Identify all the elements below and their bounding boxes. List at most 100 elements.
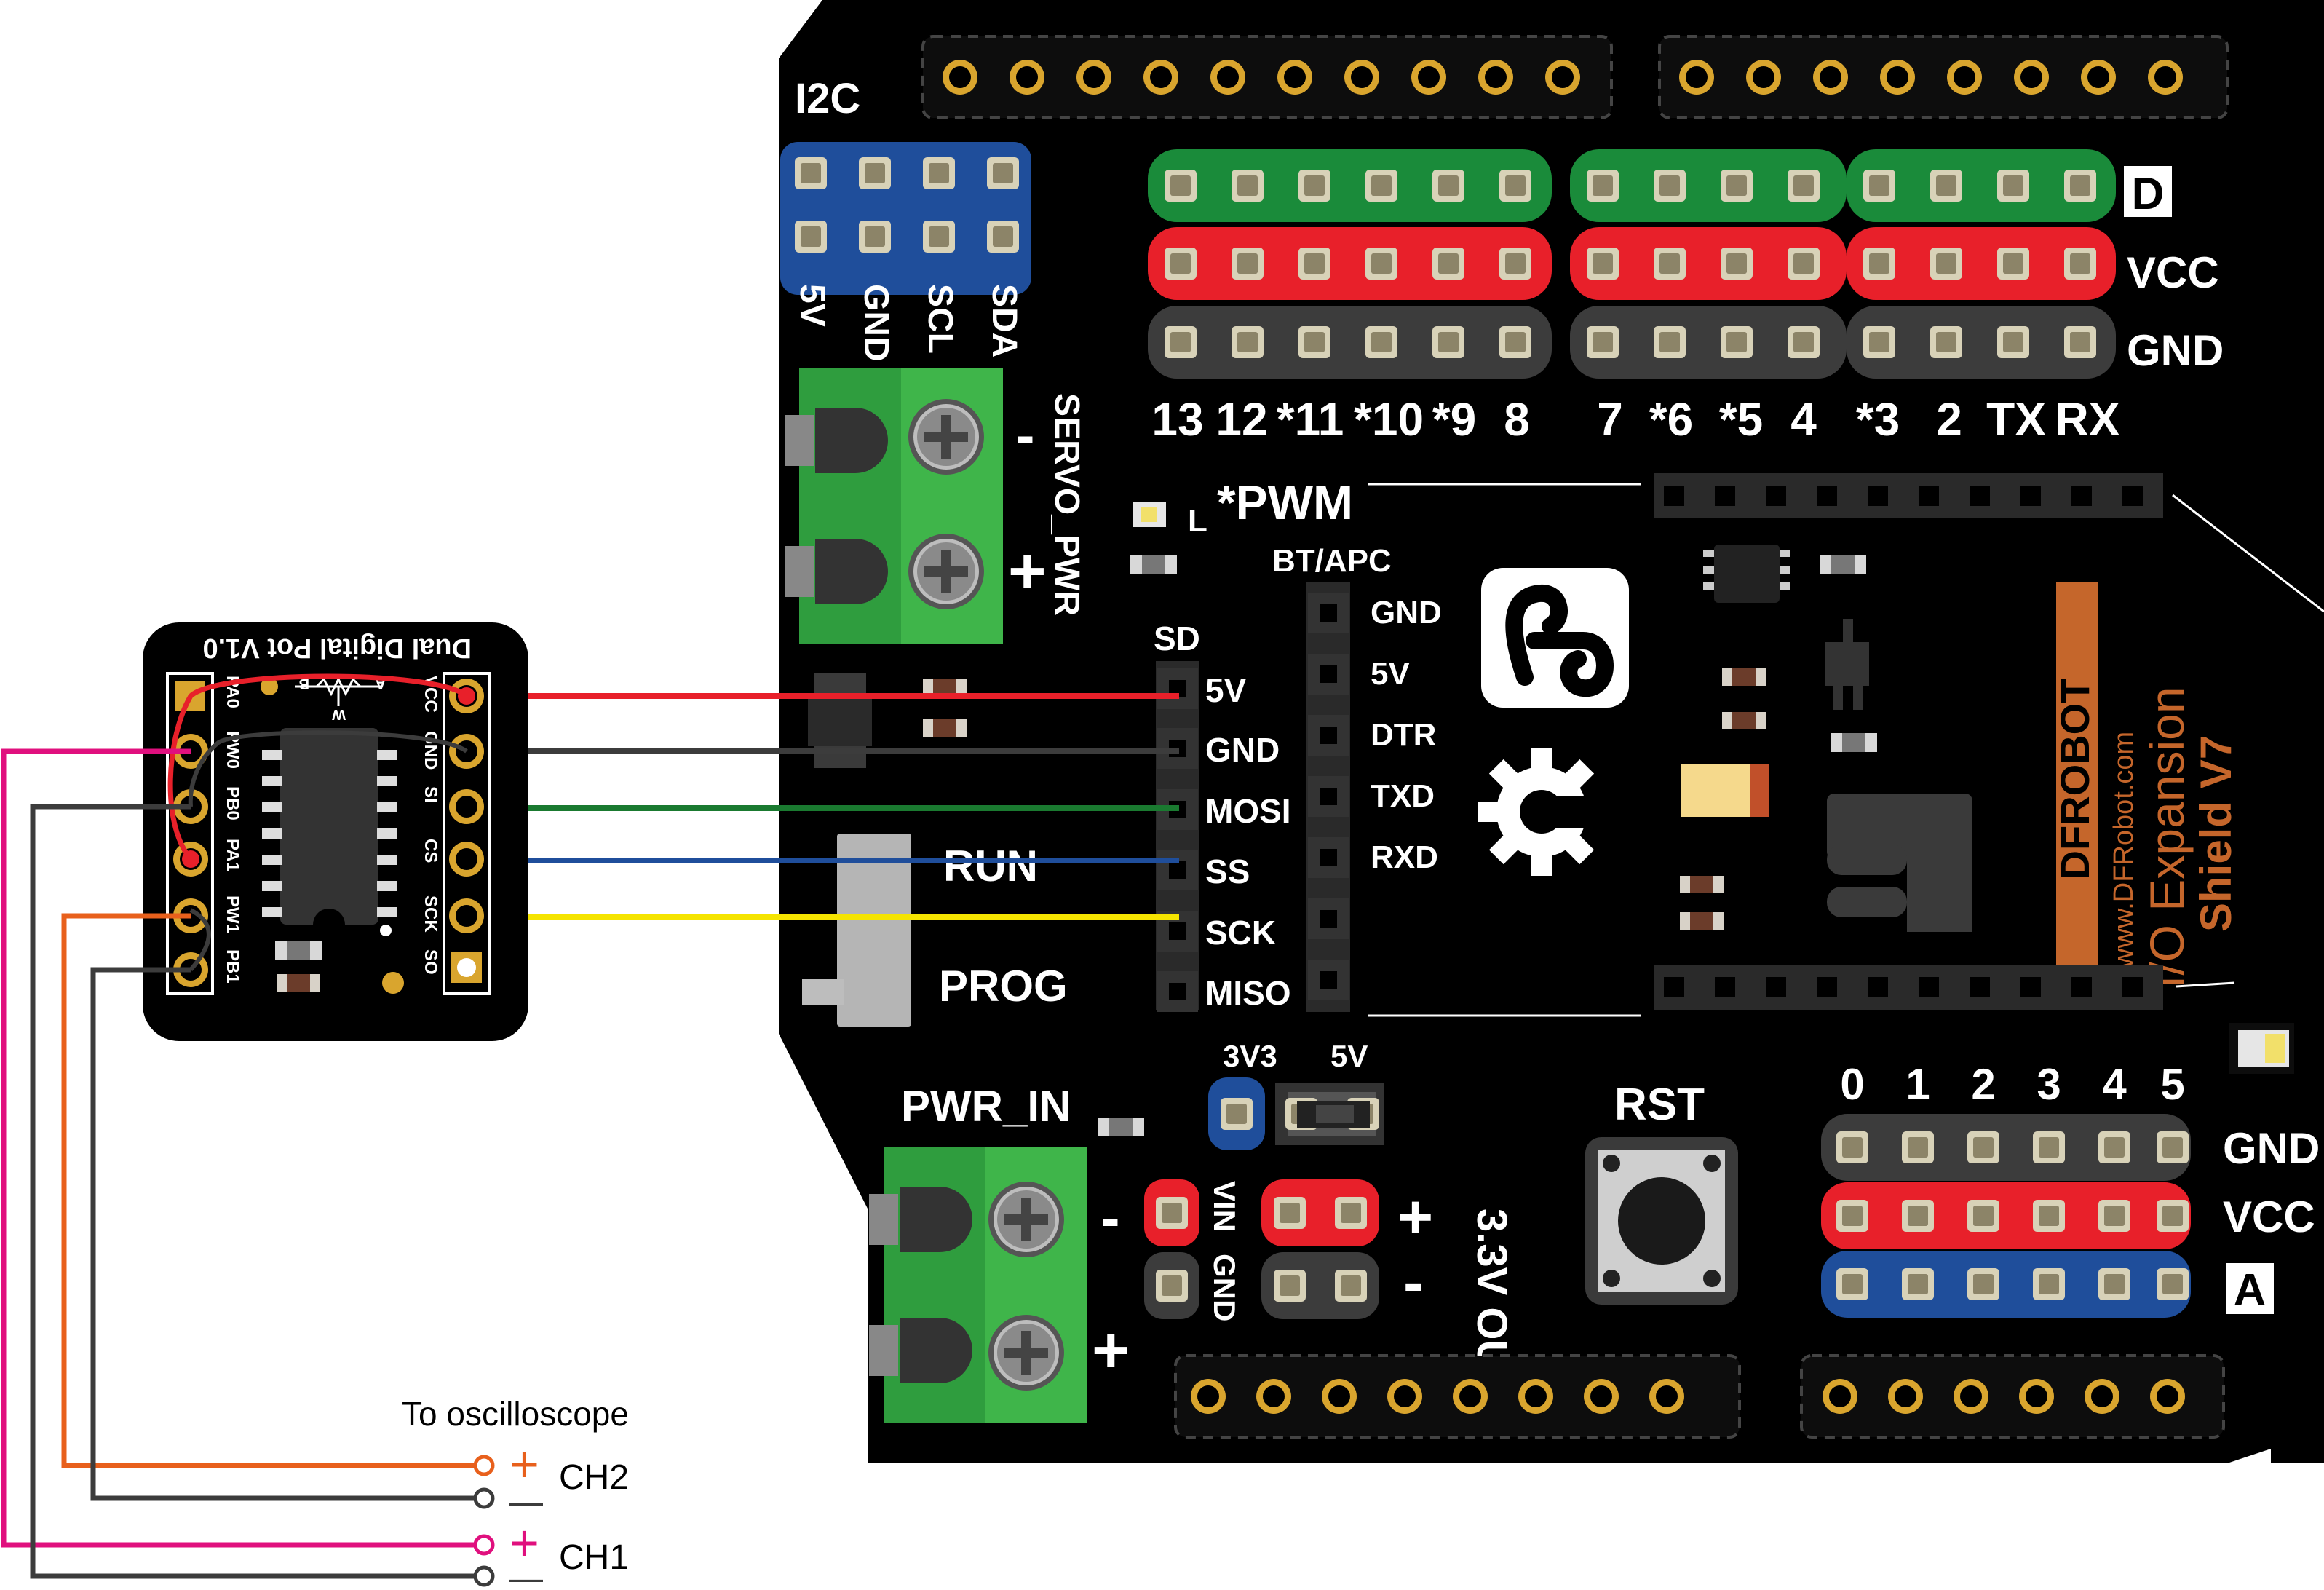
run-label: RUN — [943, 842, 1038, 890]
servo-pwr-label: SERVO_PWR — [1047, 393, 1086, 616]
led-l — [1133, 502, 1166, 527]
shield-version: Shield V7 — [2192, 735, 2240, 932]
digital-pin-label: *5 — [1719, 393, 1764, 446]
eeprom-chip — [1703, 545, 1790, 603]
transistor — [1825, 619, 1869, 710]
reset-button[interactable] — [1585, 1137, 1738, 1305]
bt-pin-label: RXD — [1371, 839, 1438, 875]
brand-block: DFROBOT www.DFRobot.com I/O Expansion Sh… — [2052, 582, 2240, 989]
rst-label: RST — [1614, 1080, 1705, 1130]
analog-pin-label: 5 — [2160, 1060, 2184, 1109]
digital-pin-label: *10 — [1354, 393, 1424, 446]
ch2-minus: — — [509, 1482, 543, 1520]
pwr-in-label: PWR_IN — [901, 1082, 1071, 1131]
sd-pin-label: MOSI — [1205, 792, 1291, 830]
module-title: Dual Digital Pot V1.0 — [202, 633, 472, 663]
digital-pin-label: TX — [1986, 393, 2046, 446]
servo-minus: - — [1015, 403, 1035, 467]
digital-pot-ic — [262, 728, 397, 925]
run-prog-switch[interactable] — [802, 834, 911, 1027]
sd-pin-label: 5V — [1205, 671, 1247, 709]
jumper-5v-label: 5V — [1330, 1039, 1368, 1073]
out-3v3-header — [1261, 1179, 1379, 1319]
i2c-pin-sda: SDA — [985, 284, 1023, 357]
sd-title: SD — [1154, 620, 1200, 657]
wire-ch2-signal — [61, 913, 480, 1468]
prog-label: PROG — [939, 962, 1068, 1010]
ch2-plus: + — [509, 1436, 539, 1492]
lower-header-strip — [1654, 965, 2163, 1010]
dfrobot-logo-icon — [1481, 568, 1629, 708]
i2c-pin-5v: 5V — [793, 284, 831, 327]
brand-url: www.DFRobot.com — [2109, 732, 2139, 969]
sd-pin-label: SCK — [1205, 914, 1276, 952]
module-right-pin-label: SCK — [421, 895, 440, 933]
digital-tag-box — [2124, 166, 2172, 217]
analog-vcc-label: VCC — [2223, 1192, 2315, 1241]
sd-pin-label: MISO — [1205, 974, 1291, 1012]
analog-pin-label: 1 — [1905, 1060, 1930, 1109]
analog-tag: A — [2234, 1265, 2267, 1316]
digital-pin-label: 12 — [1215, 393, 1267, 446]
tantalum-capacitor — [1681, 764, 1769, 817]
top-header-left — [921, 35, 1613, 119]
pwr-plus: + — [1092, 1314, 1130, 1387]
analog-header — [1821, 1114, 2191, 1318]
ch2-label: CH2 — [559, 1458, 629, 1497]
ch1-label: CH1 — [559, 1538, 629, 1577]
servo-power-terminal — [785, 368, 1003, 644]
out-minus: - — [1403, 1248, 1424, 1316]
bt-pin-label: 5V — [1371, 656, 1410, 692]
i2c-pin-scl: SCL — [921, 284, 959, 354]
digital-pin-label: 2 — [1936, 393, 1962, 446]
digital-pin-label: 8 — [1504, 393, 1530, 446]
jumper-wire-gray — [188, 730, 468, 807]
sd-pin-label: SS — [1205, 853, 1250, 890]
power-led — [2229, 1023, 2294, 1074]
vin-gnd-label: GND — [1207, 1254, 1242, 1321]
jumper-3v3-label: 3V3 — [1223, 1039, 1277, 1073]
module-left-pin-label: PB1 — [223, 949, 242, 984]
digital-pin-label: 7 — [1597, 393, 1623, 446]
analog-pin-label: 2 — [1971, 1060, 1995, 1109]
schematic-b: B — [299, 676, 309, 692]
module-left-pin-label: PB0 — [223, 786, 242, 820]
analog-pin-label: 4 — [2102, 1060, 2127, 1109]
sd-pin-label: GND — [1205, 731, 1280, 769]
wire-ch1-gnd — [30, 804, 480, 1579]
digital-pin-label: *9 — [1432, 393, 1477, 446]
voltage-jumper[interactable] — [1208, 1077, 1384, 1150]
bottom-header-right — [1800, 1354, 2225, 1439]
digital-pin-label: *11 — [1277, 393, 1344, 446]
digital-tag: D — [2132, 169, 2165, 219]
i2c-header — [780, 142, 1031, 295]
module-right-pin-label: SO — [421, 949, 440, 975]
vin-label: VIN — [1207, 1181, 1242, 1232]
bt-pin-label: GND — [1371, 595, 1442, 630]
module-left-pin-label: PA1 — [223, 839, 242, 871]
i2c-pin-gnd: GND — [857, 284, 895, 362]
analog-gnd-label: GND — [2223, 1124, 2320, 1173]
module-right-pin-label: CS — [421, 839, 440, 863]
digital-gnd-label: GND — [2127, 326, 2224, 375]
wire-ch2-gnd — [90, 967, 480, 1501]
voltage-regulator — [1827, 794, 1972, 932]
top-header-right — [1658, 35, 2229, 119]
analog-pin-label: 0 — [1840, 1060, 1864, 1109]
digital-pin-label: 4 — [1790, 393, 1817, 446]
ch1-minus: — — [509, 1559, 543, 1590]
servo-plus: + — [1008, 535, 1047, 608]
digital-vcc-label: VCC — [2127, 248, 2219, 297]
bt-pin-label: DTR — [1371, 717, 1436, 753]
pwm-label: *PWM — [1217, 475, 1353, 529]
bt-title: BT/APC — [1272, 543, 1392, 579]
upper-header-strip — [1654, 473, 2163, 518]
pwr-minus: - — [1100, 1185, 1120, 1250]
digital-pin-label: *3 — [1856, 393, 1900, 446]
brand-name: DFROBOT — [2052, 679, 2098, 880]
digital-pin-label: *6 — [1649, 393, 1694, 446]
